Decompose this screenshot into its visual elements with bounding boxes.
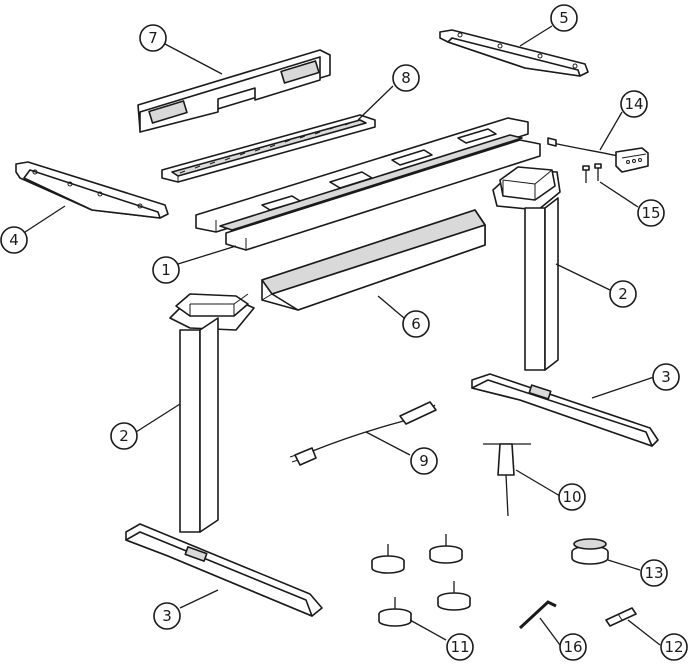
callout-11: 11 — [447, 634, 473, 660]
part-1-telescopic-frame — [196, 118, 540, 250]
svg-text:1: 1 — [161, 261, 171, 279]
callout-13: 13 — [641, 560, 667, 586]
part-4-side-bracket — [16, 162, 168, 218]
svg-text:5: 5 — [559, 9, 569, 27]
callout-8: 8 — [393, 65, 419, 91]
callout-3-left: 3 — [154, 603, 180, 629]
leader-lines — [22, 26, 660, 645]
callout-3-right: 3 — [653, 364, 679, 390]
svg-text:16: 16 — [563, 638, 582, 656]
leveling-foot-2 — [430, 534, 462, 563]
leveling-foot-3 — [438, 581, 470, 610]
callout-10: 10 — [559, 484, 585, 510]
leveling-foot-1 — [372, 544, 404, 573]
part-11-leveling-feet — [372, 534, 470, 626]
callout-16: 16 — [560, 634, 586, 660]
svg-text:15: 15 — [641, 204, 660, 222]
callout-1: 1 — [153, 257, 179, 283]
svg-text:3: 3 — [661, 368, 671, 386]
svg-text:6: 6 — [411, 315, 421, 333]
callout-12: 12 — [661, 634, 687, 660]
svg-text:13: 13 — [644, 564, 663, 582]
svg-text:14: 14 — [624, 95, 643, 113]
svg-text:2: 2 — [119, 427, 129, 445]
svg-text:3: 3 — [162, 607, 172, 625]
part-16-hex-key — [520, 602, 556, 628]
svg-text:11: 11 — [450, 638, 469, 656]
part-15-screws — [583, 164, 601, 183]
callout-2-right: 2 — [610, 281, 636, 307]
callout-6: 6 — [403, 311, 429, 337]
callout-5: 5 — [551, 5, 577, 31]
part-10-t-key — [483, 444, 531, 516]
callout-15: 15 — [638, 200, 664, 226]
callout-9: 9 — [411, 448, 437, 474]
part-5-side-bracket — [440, 30, 588, 76]
svg-text:7: 7 — [148, 29, 158, 47]
svg-text:12: 12 — [664, 638, 683, 656]
svg-text:2: 2 — [618, 285, 628, 303]
part-3-left-foot — [126, 524, 322, 616]
part-2-right-leg — [493, 167, 560, 370]
svg-text:10: 10 — [562, 488, 581, 506]
part-2-left-leg — [170, 294, 254, 532]
leveling-foot-4 — [379, 597, 411, 626]
callout-7: 7 — [140, 25, 166, 51]
callout-14: 14 — [621, 91, 647, 117]
svg-text:8: 8 — [401, 69, 411, 87]
svg-text:4: 4 — [9, 231, 19, 249]
callout-4: 4 — [1, 227, 27, 253]
svg-text:9: 9 — [419, 452, 429, 470]
part-13-velcro-roll — [572, 539, 608, 564]
callout-2-left: 2 — [111, 423, 137, 449]
part-7-mounting-plate — [138, 50, 330, 132]
